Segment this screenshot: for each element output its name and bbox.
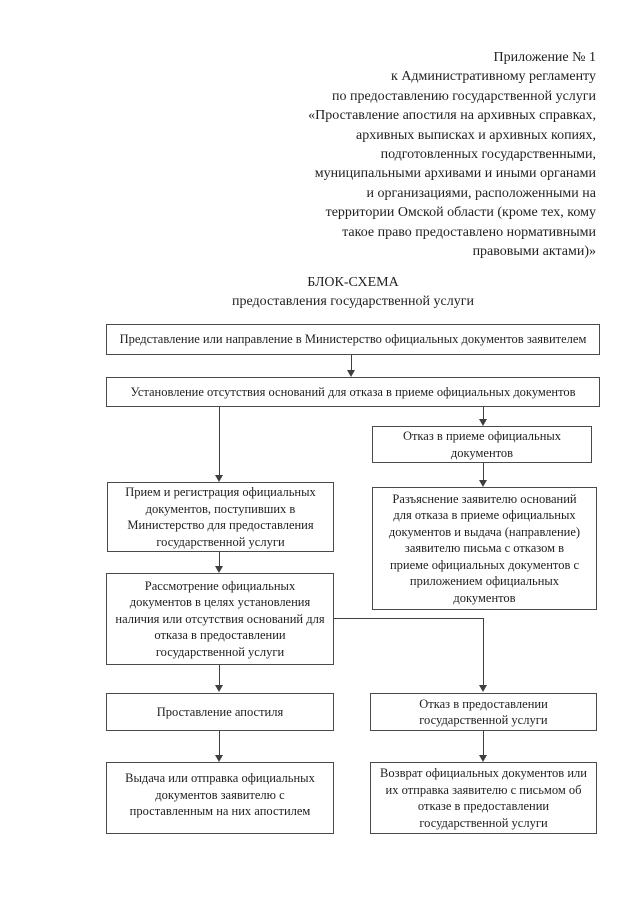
connector-refusal-to-explanation-line xyxy=(483,463,484,480)
flow-box-reception-registration: Прием и регистрация официальных документ… xyxy=(107,482,334,552)
flow-box-explanation-refusal: Разъяснение заявителю оснований для отка… xyxy=(372,487,597,610)
flowchart-title-subheading: предоставления государственной услуги xyxy=(232,294,474,309)
connector-check-to-refusal-arrowhead xyxy=(479,419,487,426)
flow-box-refusal-service-text: Отказ в предоставлении государственной у… xyxy=(419,696,548,728)
connector-submission-to-check-line xyxy=(351,355,352,370)
connector-review-to-refusal-service-arrowhead xyxy=(479,685,487,692)
flow-box-apostille-text: Проставление апостиля xyxy=(156,704,284,719)
flow-box-issuance-text: Выдача или отправка официальных документ… xyxy=(125,771,315,818)
flowchart-title: БЛОК-СХЕМА предоставления государственно… xyxy=(106,273,600,311)
flow-box-return-documents: Возврат официальных документов или их от… xyxy=(370,762,597,834)
connector-refusal-service-to-return-line xyxy=(483,731,484,755)
flow-box-issuance: Выдача или отправка официальных документ… xyxy=(106,762,334,834)
flow-box-refusal-accept-text: Отказ в приеме официальных документов xyxy=(402,429,562,460)
flow-box-submission: Представление или направление в Министер… xyxy=(106,324,600,355)
appendix-header: Приложение № 1 к Административному регла… xyxy=(308,50,596,260)
flow-box-apostille: Проставление апостиля xyxy=(106,693,334,731)
flow-box-check-grounds: Установление отсутствия оснований для от… xyxy=(106,377,600,407)
connector-review-to-apostille-arrowhead xyxy=(215,685,223,692)
connector-reception-to-review-line xyxy=(219,552,220,566)
connector-reception-to-review-arrowhead xyxy=(215,566,223,573)
flowchart-title-heading: БЛОК-СХЕМА xyxy=(307,275,399,290)
connector-check-to-refusal-line xyxy=(483,407,484,419)
connector-apostille-to-issuance-line xyxy=(219,731,220,755)
connector-refusal-to-explanation-arrowhead xyxy=(479,480,487,487)
flow-box-check-grounds-text: Установление отсутствия оснований для от… xyxy=(130,384,576,399)
connector-check-to-reception-arrowhead xyxy=(215,475,223,482)
flow-box-return-documents-text: Возврат официальных документов или их от… xyxy=(380,766,587,830)
flow-box-refusal-service: Отказ в предоставлении государственной у… xyxy=(370,693,597,731)
connector-review-to-apostille-line xyxy=(219,665,220,685)
connector-review-to-refusal-service-hline xyxy=(334,618,483,619)
connector-review-to-refusal-service-vline xyxy=(483,618,484,685)
connector-apostille-to-issuance-arrowhead xyxy=(215,755,223,762)
connector-submission-to-check-arrowhead xyxy=(347,370,355,377)
flow-box-explanation-refusal-text: Разъяснение заявителю оснований для отка… xyxy=(388,491,581,605)
flow-box-refusal-accept: Отказ в приеме официальных документов xyxy=(372,426,592,463)
flow-box-submission-text: Представление или направление в Министер… xyxy=(119,332,587,347)
flow-box-reception-registration-text: Прием и регистрация официальных документ… xyxy=(125,485,316,549)
connector-refusal-service-to-return-arrowhead xyxy=(479,755,487,762)
connector-check-to-reception-line xyxy=(219,407,220,475)
flow-box-review: Рассмотрение официальных документов в це… xyxy=(106,573,334,665)
flow-box-review-text: Рассмотрение официальных документов в це… xyxy=(115,578,325,659)
